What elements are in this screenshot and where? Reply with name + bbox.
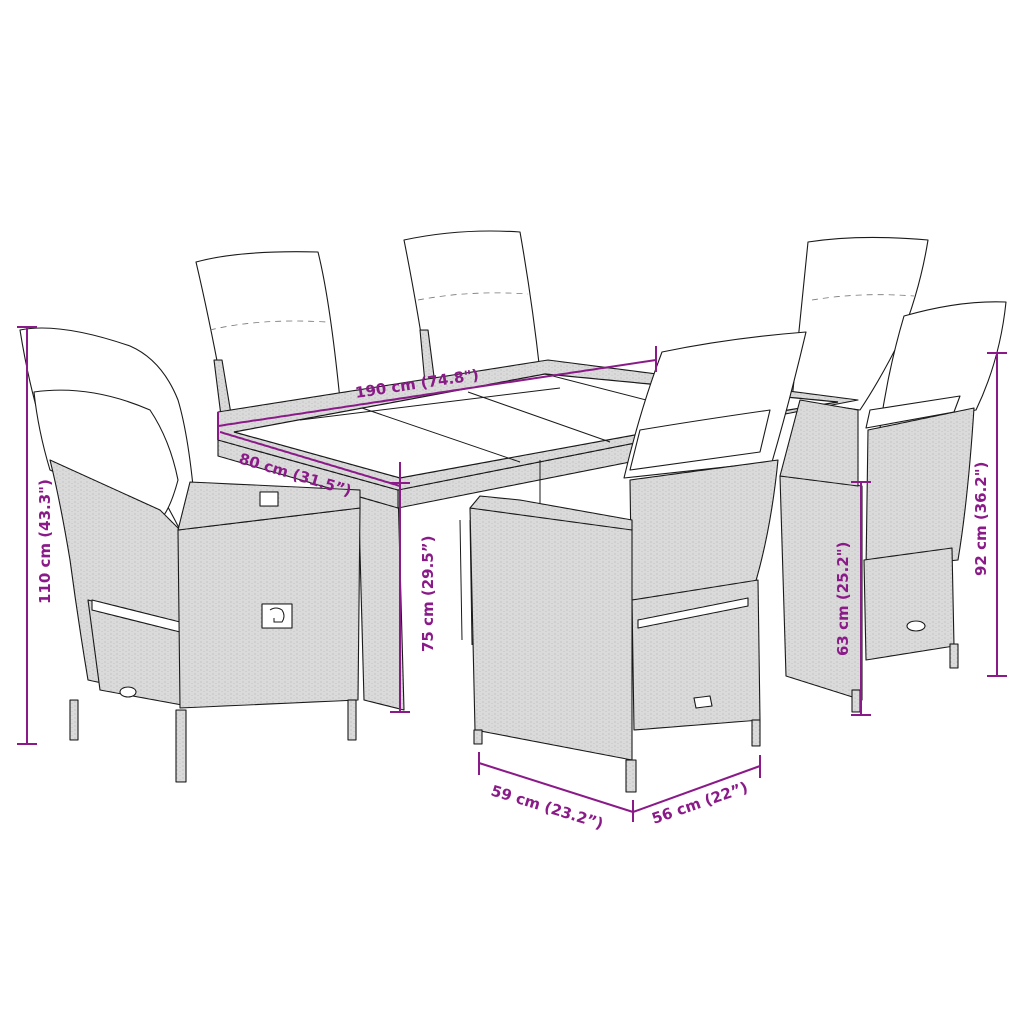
chair-front-center <box>469 331 807 793</box>
dim-chair-width-label: 56 cm (22”) <box>649 778 750 828</box>
dim-table-height-label: 75 cm (29.5”) <box>419 536 437 652</box>
table-leg-front-left <box>357 477 405 711</box>
dim-chair-armrest-height: 63 cm (25.2") <box>834 481 871 716</box>
chair-front-left <box>19 327 361 783</box>
recline-handle-icon <box>906 620 926 632</box>
recline-handle-icon <box>259 491 279 507</box>
chair-front-right <box>779 301 1007 713</box>
dim-chair-total-height-label: 110 cm (43.3") <box>36 479 54 604</box>
cushion-icon <box>195 251 341 421</box>
dim-chair-backrest-height-label: 92 cm (36.2") <box>972 462 990 576</box>
dim-chair-total-height: 110 cm (43.3") <box>17 326 54 745</box>
recline-handle-icon <box>693 695 713 709</box>
chair-armrest-side <box>469 507 633 761</box>
dim-chair-depth-label: 59 cm (23.2”) <box>489 782 606 833</box>
dim-chair-width: 56 cm (22”) <box>632 755 761 828</box>
cushion-icon <box>403 230 541 393</box>
chair-back-left <box>195 251 341 425</box>
chair-backrest-wicker <box>865 407 975 571</box>
dim-table-height: 75 cm (29.5”) <box>390 462 437 713</box>
dim-chair-armrest-height-label: 63 cm (25.2") <box>834 542 852 656</box>
dim-chair-backrest-height: 92 cm (36.2") <box>972 352 1007 677</box>
dim-chair-depth: 59 cm (23.2”) <box>478 752 634 833</box>
cushion-icon <box>879 301 1007 429</box>
